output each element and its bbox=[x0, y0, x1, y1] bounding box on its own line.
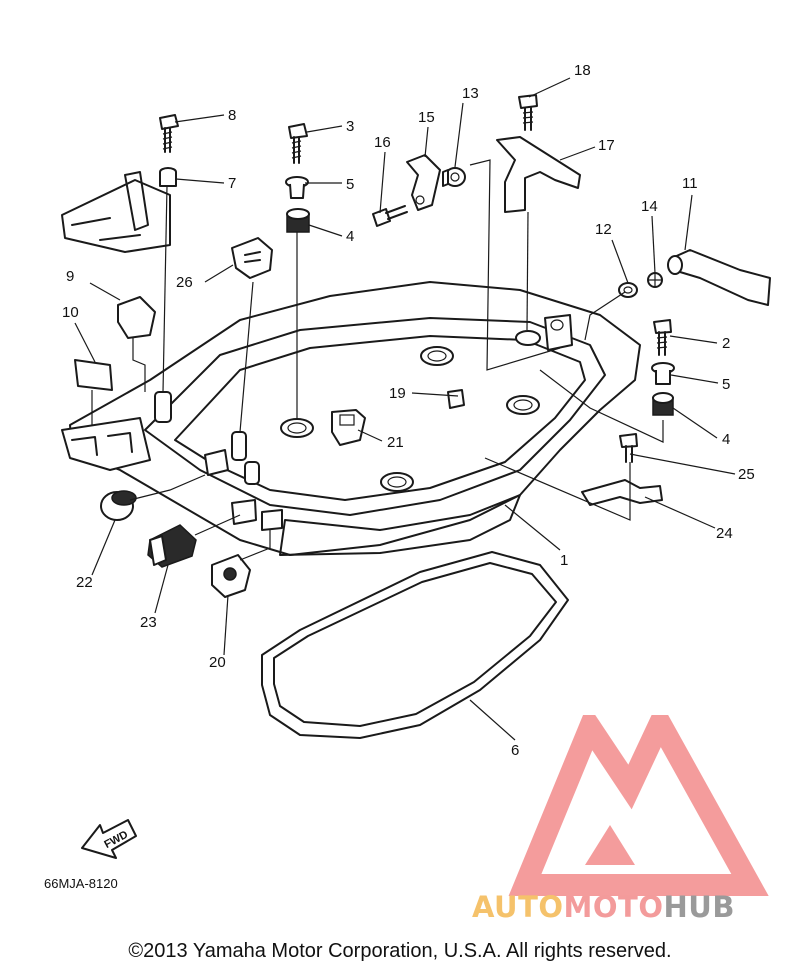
grommet-23 bbox=[147, 524, 197, 568]
washer-14 bbox=[647, 272, 663, 288]
label-10: 10 bbox=[62, 304, 79, 321]
copyright-notice: ©2013 Yamaha Motor Corporation, U.S.A. A… bbox=[128, 940, 672, 962]
label-14: 14 bbox=[641, 198, 658, 215]
wordmark-auto: AUTO bbox=[472, 890, 564, 924]
wordmark-hub: HUB bbox=[663, 890, 735, 924]
grommet-4 bbox=[286, 208, 310, 233]
fwd-arrow: FWD bbox=[81, 819, 137, 859]
label-6: 6 bbox=[511, 742, 519, 759]
label-11: 11 bbox=[682, 175, 698, 192]
label-9: 9 bbox=[66, 268, 74, 285]
bolt-2 bbox=[653, 319, 672, 356]
label-19: 19 bbox=[389, 385, 406, 402]
label-2: 2 bbox=[722, 335, 730, 352]
label-12: 12 bbox=[595, 221, 612, 238]
label-21: 21 bbox=[387, 434, 404, 451]
bolt-16 bbox=[372, 205, 408, 227]
automotohub-logo bbox=[508, 715, 769, 896]
grommet-20 bbox=[211, 554, 251, 598]
label-1: 1 bbox=[560, 552, 568, 569]
label-5-left: 5 bbox=[346, 176, 354, 193]
label-25: 25 bbox=[738, 466, 755, 483]
label-4-right: 4 bbox=[722, 431, 730, 448]
leader-lines bbox=[74, 77, 736, 741]
part-labels: 1 2 3 4 4 5 5 6 7 8 9 10 11 12 13 14 15 … bbox=[62, 62, 755, 759]
assembly-lines bbox=[91, 159, 664, 561]
gasket-seal bbox=[261, 551, 569, 739]
bolt-3 bbox=[288, 123, 308, 164]
collar-5-right bbox=[651, 362, 675, 385]
wordmark-moto: MOTO bbox=[563, 890, 664, 924]
label-4-left: 4 bbox=[346, 228, 354, 245]
collar-5 bbox=[285, 176, 309, 199]
bracket-17 bbox=[496, 136, 581, 213]
pad-10 bbox=[74, 359, 113, 391]
bolt-25 bbox=[619, 433, 638, 463]
automotohub-wordmark: AUTOMOTOHUB bbox=[472, 890, 735, 924]
label-23: 23 bbox=[140, 614, 157, 631]
label-17: 17 bbox=[598, 137, 615, 154]
exploded-parts-diagram: FWD 1 2 3 4 4 5 5 6 7 8 9 10 11 12 13 14… bbox=[61, 62, 771, 859]
label-26: 26 bbox=[176, 274, 193, 291]
drain-21 bbox=[331, 409, 366, 446]
label-20: 20 bbox=[209, 654, 226, 671]
bushing-13 bbox=[442, 167, 466, 187]
label-18: 18 bbox=[574, 62, 591, 79]
support-bracket bbox=[61, 171, 171, 253]
handle-11 bbox=[667, 249, 771, 306]
plate-24 bbox=[581, 479, 663, 506]
label-24: 24 bbox=[716, 525, 733, 542]
label-22: 22 bbox=[76, 574, 93, 591]
label-8: 8 bbox=[228, 107, 236, 124]
pad-9 bbox=[117, 296, 156, 339]
grommet-4-right bbox=[652, 392, 674, 416]
bolt-18 bbox=[518, 94, 538, 131]
collar-7 bbox=[159, 167, 177, 187]
lever-15 bbox=[406, 154, 441, 211]
clip-26 bbox=[231, 237, 273, 279]
label-5-right: 5 bbox=[722, 376, 730, 393]
label-3: 3 bbox=[346, 118, 354, 135]
diagram-code: 66MJA-8120 bbox=[44, 876, 118, 891]
label-13: 13 bbox=[462, 85, 479, 102]
grommet-12 bbox=[618, 282, 638, 298]
grommet-22 bbox=[100, 490, 137, 521]
bolt-8 bbox=[159, 114, 179, 153]
label-16: 16 bbox=[374, 134, 391, 151]
label-7: 7 bbox=[228, 175, 236, 192]
label-15: 15 bbox=[418, 109, 435, 126]
plug-19 bbox=[447, 389, 465, 409]
